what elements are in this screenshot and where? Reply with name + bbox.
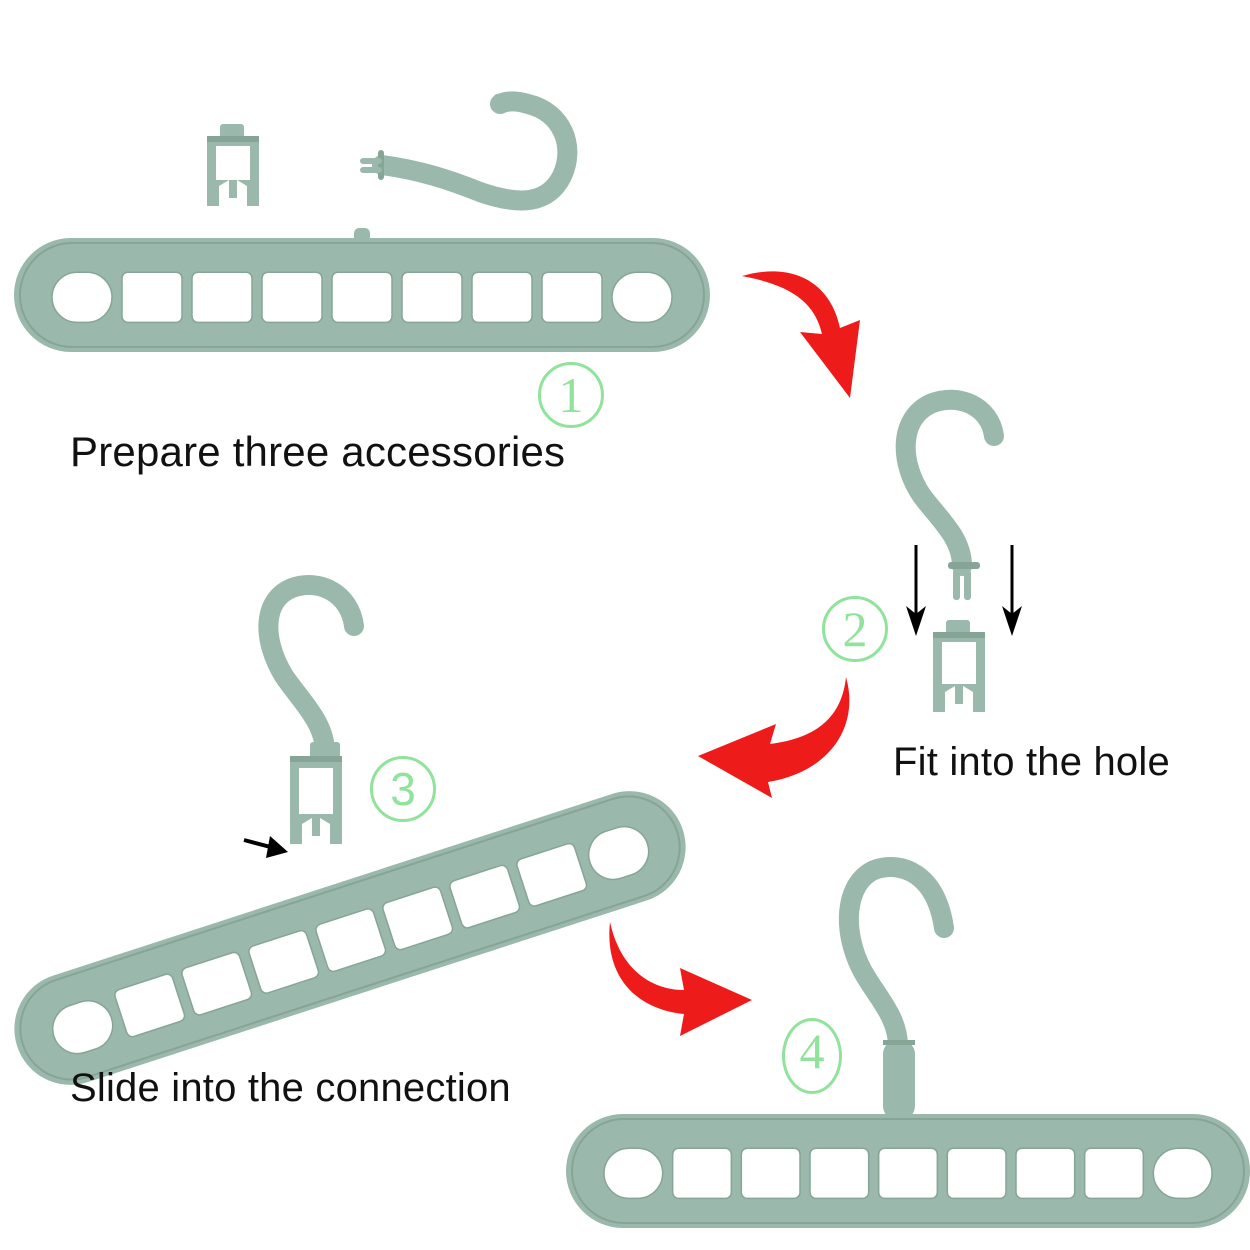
hanger-hole [1152,1147,1213,1200]
hanger-hole [603,1147,664,1200]
hanger-hole [382,886,454,951]
hanger-hole [1083,1147,1145,1200]
hanger-hole [471,271,533,324]
hanger-hole [671,1147,733,1200]
hanger-hole [248,929,320,994]
hanger-hole [261,271,323,324]
step-badge-4: 4 [782,1018,842,1094]
step-badge-2: 2 [822,596,888,662]
hanger-hole [181,951,253,1016]
hanger-hole [191,271,253,324]
hanger-hole [587,825,650,881]
hanger-hole [541,271,603,324]
hanger-hole [877,1147,939,1200]
hanger-center-nub [354,228,370,242]
hanger-hole [51,271,113,324]
hanger-hole [740,1147,801,1200]
hanger-hole [449,864,521,929]
hanger-hole [331,271,393,324]
hanger-hole [809,1147,870,1200]
hanger-hole [611,271,673,324]
step-caption-3: Slide into the connection [70,1066,511,1110]
hanger-hole [114,973,186,1038]
hanger-hole [121,271,183,324]
step-badge-1: 1 [538,362,604,428]
hanger-hole [315,908,387,973]
step-badge-3: 3 [370,756,436,822]
hanger-hole [401,271,463,324]
hanger-hole [946,1147,1007,1200]
hanger-hole [1015,1147,1076,1200]
hanger-hole [52,1000,114,1055]
hanger-hole [516,842,588,907]
step-caption-2: Fit into the hole [893,740,1170,784]
step-caption-1: Prepare three accessories [70,428,566,475]
